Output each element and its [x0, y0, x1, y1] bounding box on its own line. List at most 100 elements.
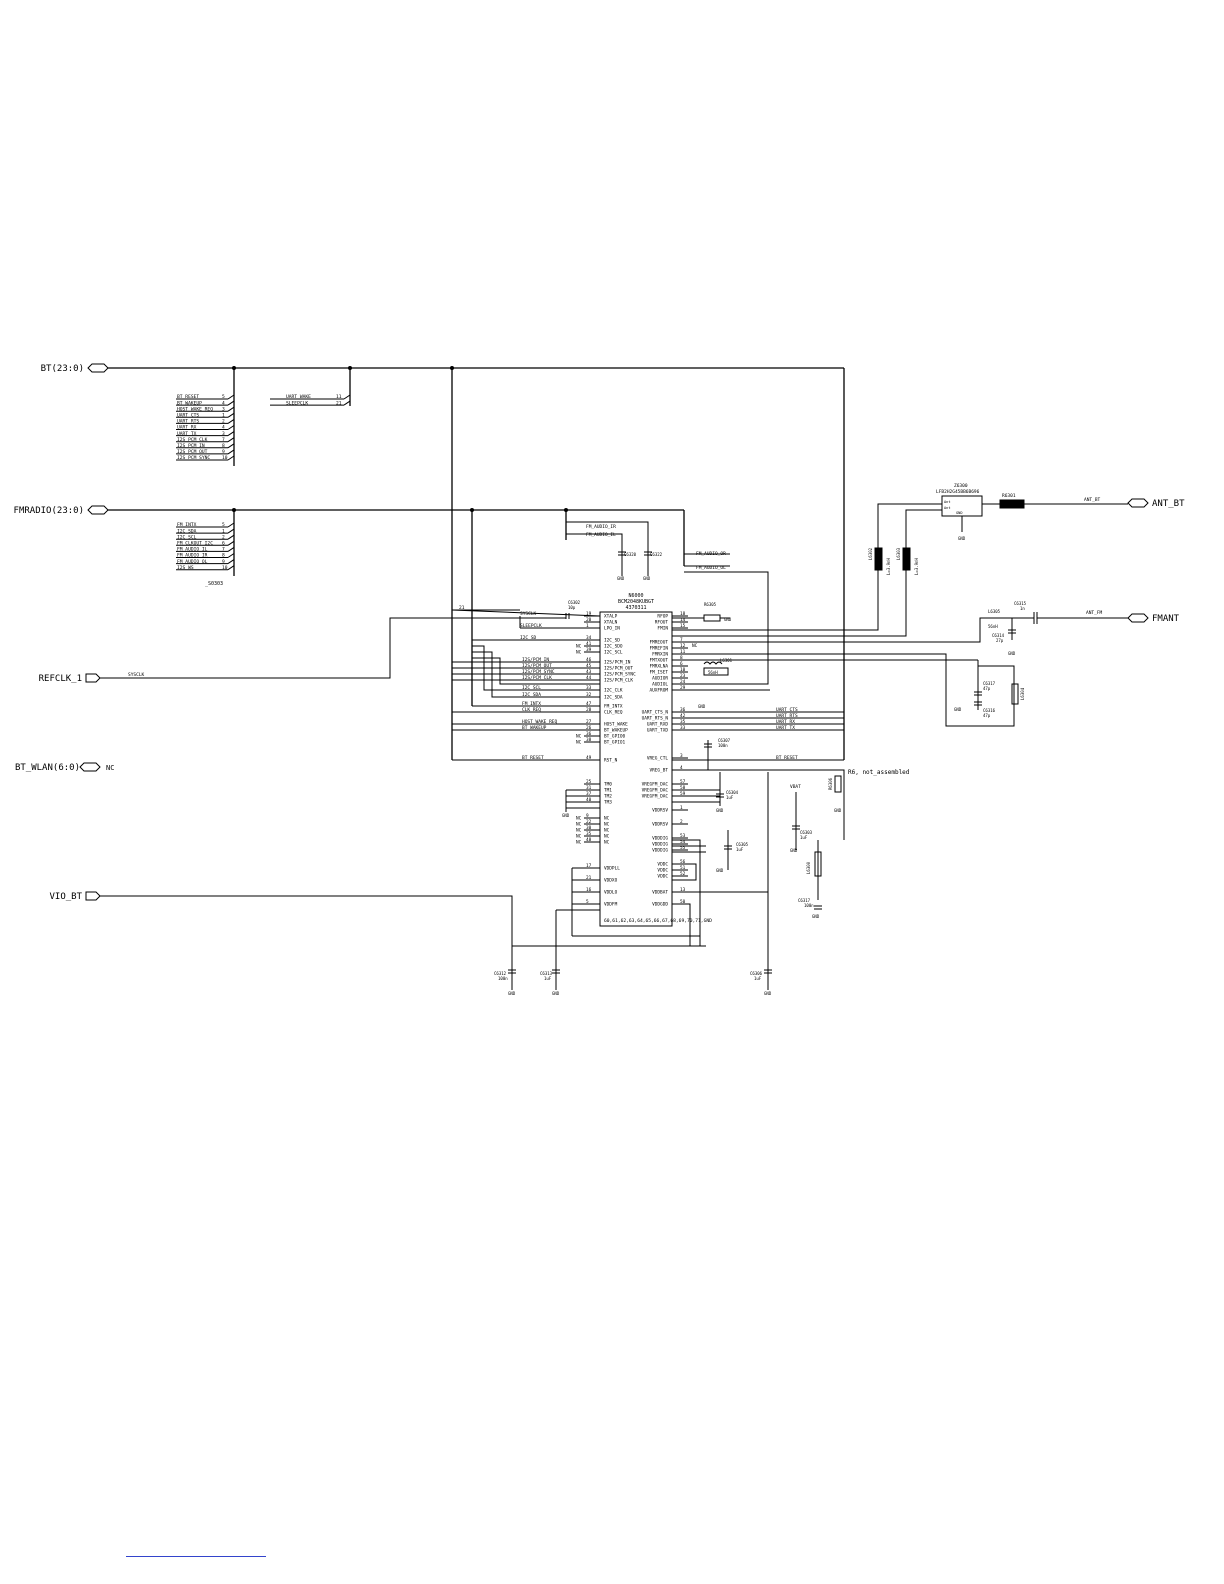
r6305-resistor: R6305 GND [672, 602, 732, 622]
l6302-ref: L6302 [868, 547, 873, 560]
net-i2s-clk: I2S/PCM_CLK [522, 675, 552, 681]
gnd-c6306: GND [764, 991, 772, 996]
ic-right-pin-name: UART_RXD [647, 722, 669, 728]
net-host-wake: HOST_WAKE_REQ [522, 719, 558, 725]
ic-left-pin-name: BT_WAKEUP [604, 728, 628, 734]
ic-left-pin-num: 40 [586, 797, 592, 803]
gnd-c6317b: GND [812, 914, 820, 919]
net-ant-bt: ANT_BT [1084, 497, 1101, 503]
fm-bus-entry-pin: 1 [222, 528, 225, 534]
ic-left-pin-name: XTALP [604, 614, 618, 620]
gnd-r6305: GND [724, 617, 732, 622]
ic-right-pin-num: 53 [680, 833, 686, 839]
ic-left-pin-name: LPO_IN [604, 626, 620, 632]
port-bt-label: BT(23:0) [41, 364, 84, 374]
l6302-val: L=3.9nH [886, 558, 891, 575]
bt-bus-entry-slant [227, 418, 235, 424]
ic-left-pin-num: 20 [586, 617, 592, 623]
ic-left-pin-num: 41 [586, 641, 592, 647]
ic-left-pin-num: 27 [586, 719, 592, 725]
ic-right-pin-name: FMRXIN [652, 652, 668, 658]
l6305-val: 56nH [988, 624, 998, 629]
ic-left-pin-num: 44 [586, 675, 592, 681]
net-ant-fm: ANT_FM [1086, 610, 1103, 616]
ic-left-pin-num: 30 [586, 825, 592, 831]
ic-right-pin-name: UART_CTS_N [642, 710, 669, 716]
footer-link-line [126, 1556, 266, 1557]
fm-bus-entry-pin: 9 [222, 559, 225, 565]
bt-bus-entry-pin: 2 [222, 419, 225, 425]
gnd-ic: GND [698, 704, 706, 709]
ic-right-pin-num: 33 [680, 725, 686, 731]
ic-right-pin-name: VDDC [657, 862, 668, 868]
bt-bus-entry-slant [227, 455, 235, 461]
ic-right-pin-name: AUDIOR [652, 676, 668, 682]
ic-left-nets: SYSCLK SLEEPCLK 21 C6302 10p I2C_SD I2S/… [100, 600, 601, 970]
ic-part: BCM2048KUBGT [618, 599, 654, 605]
nc-marker: NC [576, 834, 582, 840]
l6301-inductor: L6301 56nH [703, 658, 733, 676]
ic-right-pin-name: VREGFM_DAC [642, 782, 669, 788]
l6300-ref: L6300 [806, 861, 811, 874]
r6301-ferrite: R6301 ANT_BT [999, 493, 1128, 509]
ic-right-pin-num: 15 [680, 623, 686, 629]
ic-right-pin-num: 11 [680, 649, 686, 655]
ic-right-pin-num: 57 [680, 779, 686, 785]
power-caps: C6307 100n C6304 1uF GND C6305 1uF GND V… [494, 536, 966, 996]
port-refclk: REFCLK_1 [39, 673, 101, 684]
gnd-c6303: GND [790, 848, 798, 853]
port-ant-bt-label: ANT_BT [1152, 499, 1185, 509]
bt-bus-entry2-name: UART_WAKE [286, 394, 311, 400]
ic-left-pin-name: NC [604, 822, 610, 828]
bt-bus-entry2-name: SLEEPCLK [286, 400, 308, 406]
fm-audio-or-label: FM_AUDIO_OR [696, 551, 726, 557]
ic-left-pin-num: 5 [586, 899, 589, 905]
ic-right-pin-name: VDDDIG [652, 848, 668, 854]
gnd-r6306: GND [834, 808, 842, 813]
ic-right-pin-name: FMTXOUT [649, 658, 668, 664]
ic-left-pin-num: 47 [586, 701, 592, 707]
ic-right-pin-num: 51 [680, 865, 686, 871]
ic-left-pin-num: 35 [586, 831, 592, 837]
ic-gnd-pins: 60,61,62,63,64,65,66,67,68,69,70,71,GND [604, 918, 712, 924]
bt-bus-entry-pin: 8 [222, 443, 225, 449]
fm-bus-entry-slant [227, 565, 235, 571]
bt-bus-entry-slant [227, 425, 235, 430]
ic-right-pin-num: 29 [680, 685, 686, 691]
z6300-pin-label-1: Ant [944, 500, 951, 504]
ic-right-pin-num: 59 [680, 791, 686, 797]
l6303-val: L=3.9nH [914, 558, 919, 575]
bus-junctions [232, 366, 568, 512]
c6305-ref: C6305 [736, 842, 749, 847]
c6313-ref: C6313 [540, 971, 553, 976]
ic-left-pin-name: I2S/PCM_OUT [604, 666, 633, 672]
ic-right-pin-name: UART_RTS_N [642, 716, 669, 722]
bt-bus-entry-name: BT_WAKEUP [177, 400, 202, 406]
fm-bus-entry-slant [227, 559, 235, 565]
ic-code: 4370311 [625, 605, 646, 611]
c6303-val: 1uF [800, 835, 808, 840]
bus-fmradio-main [108, 509, 685, 706]
gnd-tm: GND [562, 813, 570, 818]
nc-marker: NC [692, 643, 698, 649]
c6316-ref: C6316 [983, 708, 996, 713]
ic-right-nets: UART_CTS UART_RTS UART_RX UART_TX BT_RES… [512, 503, 1034, 970]
ic-left-pin-name: VDDFM [604, 902, 618, 908]
ic-right-pin-num: 52 [680, 871, 686, 877]
bt-bus-entry-pin: 3 [222, 431, 225, 437]
ic-left-pin-name: NC [604, 828, 610, 834]
ic-left-pin-num: 38 [586, 737, 592, 743]
c6314-ref: C6314 [992, 633, 1005, 638]
bt-bus-entry-pin: 5 [222, 394, 225, 400]
fm-bus-entry-name: I2C_SCL [177, 534, 197, 540]
ic-right-pin-name: VDDRSV [652, 822, 668, 828]
c6305-val: 1uF [736, 847, 744, 852]
c6307-val: 100n [718, 743, 728, 748]
net-bt-reset: BT_RESET [522, 755, 544, 761]
ic-left-pin-name: XTALN [604, 620, 618, 626]
gnd-c6304: GND [716, 808, 724, 813]
